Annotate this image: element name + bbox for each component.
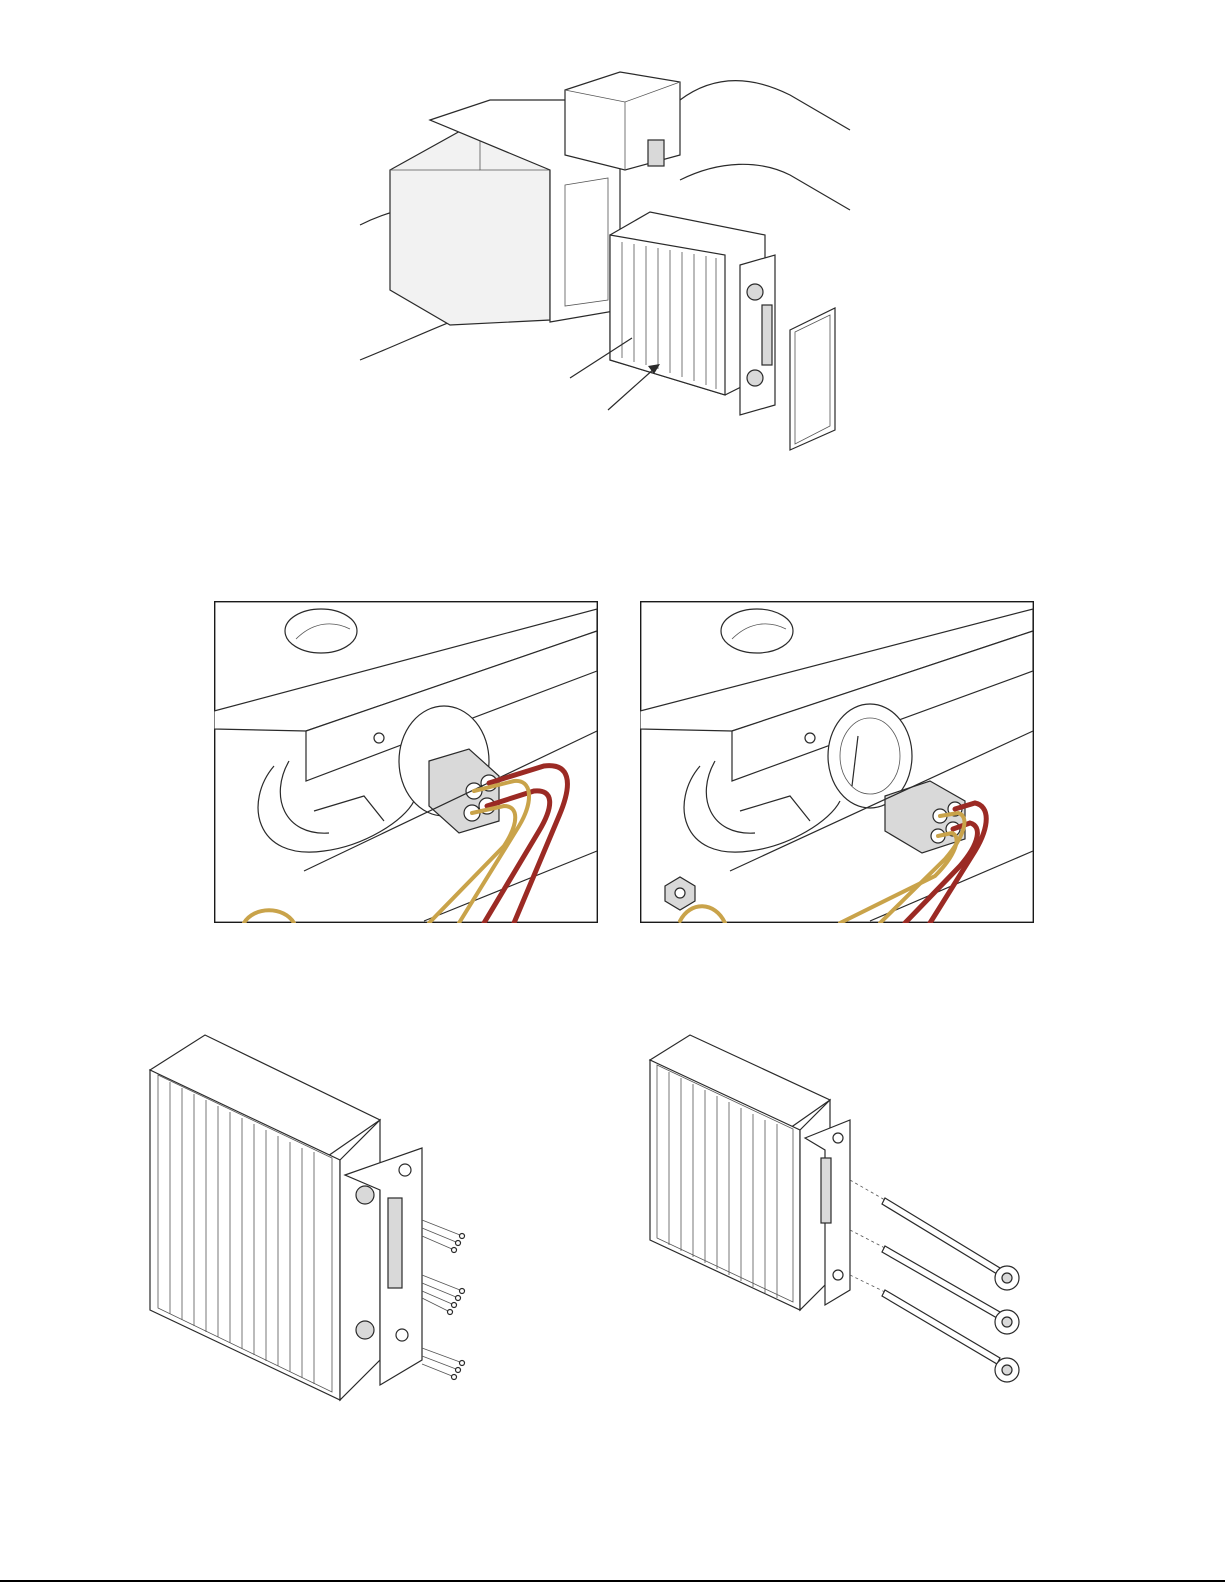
- rack-side: [340, 1120, 380, 1400]
- terminal-detail-removed-drawing: [640, 601, 1034, 923]
- access-cover-panel: [790, 308, 835, 450]
- heating-element-3: [882, 1290, 1019, 1382]
- access-hole: [721, 609, 793, 653]
- heater-rack-elements-drawing: [645, 1030, 1040, 1395]
- plate-bolt-hole: [805, 733, 815, 743]
- duct-heater-assembly-drawing: [350, 60, 870, 460]
- terminal-bottom: [356, 1321, 374, 1339]
- duct-heater-assembly-figure: [350, 60, 870, 460]
- thermostat-box: [648, 140, 664, 166]
- terminal-top: [356, 1186, 374, 1204]
- mounting-screws: [422, 1220, 465, 1380]
- heater-rack-screws-figure: [140, 1030, 480, 1410]
- right-round-duct: [680, 81, 850, 130]
- page-bottom-rule: [0, 1580, 1225, 1582]
- element-guide-lines: [850, 1180, 885, 1292]
- plate-hole-top: [399, 1164, 411, 1176]
- heater-rack-elements-figure: [645, 1030, 1040, 1395]
- heating-element-1: [882, 1198, 1019, 1290]
- rack-terminal-top: [747, 284, 763, 300]
- heating-element-2: [882, 1246, 1019, 1334]
- plate-hole-top: [833, 1133, 843, 1143]
- heater-rack-screws-drawing: [140, 1030, 480, 1410]
- terminal-detail-removed-figure: [640, 601, 1034, 923]
- junction-bar: [821, 1158, 831, 1223]
- rack-junction-bar: [762, 305, 772, 365]
- rack-terminal-bottom: [747, 370, 763, 386]
- plate-hole-bottom: [833, 1270, 843, 1280]
- callout-arrow-2: [608, 368, 655, 410]
- plate-hole-bottom: [396, 1329, 408, 1341]
- terminal-detail-connected-figure: [214, 601, 598, 923]
- plate-bolt-hole: [374, 733, 384, 743]
- access-hole: [285, 609, 357, 653]
- terminal-detail-connected-drawing: [214, 601, 598, 923]
- junction-bar: [388, 1198, 402, 1288]
